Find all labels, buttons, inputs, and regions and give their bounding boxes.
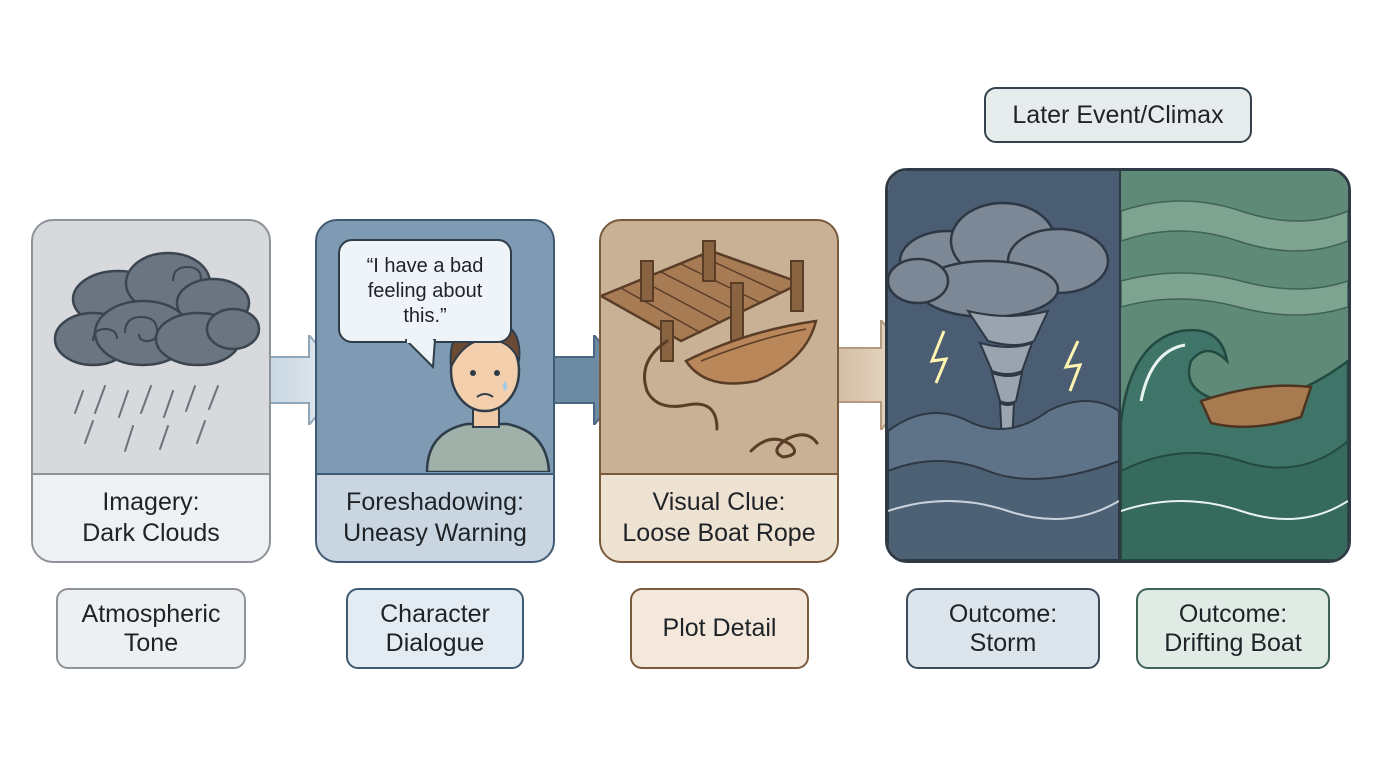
visual-clue-caption-line-2: Loose Boat Rope (622, 519, 816, 547)
imagery-caption-line-2: Dark Clouds (82, 519, 220, 547)
dock-boat-icon (601, 240, 819, 459)
speech-line-2: feeling about (367, 279, 483, 302)
tag-atmospheric-tone-line-2: Tone (123, 628, 179, 657)
foreshadowing-caption-line-2: Uneasy Warning (343, 519, 527, 547)
imagery-caption-line-1: Imagery: (102, 488, 200, 516)
foreshadowing-caption: Foreshadowing: Uneasy Warning (317, 473, 553, 561)
climax-label-text: Later Event/Climax (1012, 100, 1224, 129)
tag-outcome-storm-line-2: Storm (969, 628, 1037, 657)
tag-character-dialogue-line-2: Dialogue (385, 628, 485, 657)
climax-divider (1119, 171, 1121, 560)
visual-clue-art (601, 221, 837, 473)
panel-visual-clue: Visual Clue: Loose Boat Rope (599, 219, 839, 563)
foreshadowing-art (317, 221, 553, 473)
storm-scene (888, 171, 1119, 560)
tag-atmospheric-tone: Atmospheric Tone (56, 588, 246, 669)
climax-label: Later Event/Climax (984, 87, 1252, 143)
tag-plot-detail: Plot Detail (630, 588, 809, 669)
imagery-caption: Imagery: Dark Clouds (33, 473, 269, 561)
speech-bubble: “I have a bad feeling about this.” (338, 239, 512, 343)
visual-clue-caption-line-1: Visual Clue: (652, 488, 786, 516)
imagery-art (33, 221, 269, 473)
speech-bubble-tail (405, 339, 437, 369)
tornado-storm-icon (888, 201, 1119, 560)
tag-outcome-drifting-boat-line-1: Outcome: (1178, 599, 1288, 628)
worried-person-icon (425, 319, 551, 472)
speech-line-1: “I have a bad (366, 254, 484, 277)
speech-line-3: this.” (403, 304, 447, 327)
panel-imagery: Imagery: Dark Clouds (31, 219, 271, 563)
tag-character-dialogue-line-1: Character (380, 599, 490, 628)
panel-foreshadowing: “I have a bad feeling about this.” Fores… (315, 219, 555, 563)
panel-climax (885, 168, 1351, 563)
wave-boat-icon (1121, 200, 1348, 560)
foreshadowing-caption-line-1: Foreshadowing: (346, 488, 524, 516)
tag-outcome-drifting-boat-line-2: Drifting Boat (1164, 628, 1302, 657)
visual-clue-caption: Visual Clue: Loose Boat Rope (601, 473, 837, 561)
tag-outcome-storm-line-1: Outcome: (948, 599, 1058, 628)
tag-character-dialogue: Character Dialogue (346, 588, 524, 669)
tag-plot-detail-line-1: Plot Detail (662, 614, 777, 642)
drifting-boat-scene (1121, 171, 1348, 560)
storm-cloud-icon (53, 251, 261, 452)
tag-outcome-storm: Outcome: Storm (906, 588, 1100, 669)
tag-atmospheric-tone-line-1: Atmospheric (81, 599, 221, 628)
tag-outcome-drifting-boat: Outcome: Drifting Boat (1136, 588, 1330, 669)
